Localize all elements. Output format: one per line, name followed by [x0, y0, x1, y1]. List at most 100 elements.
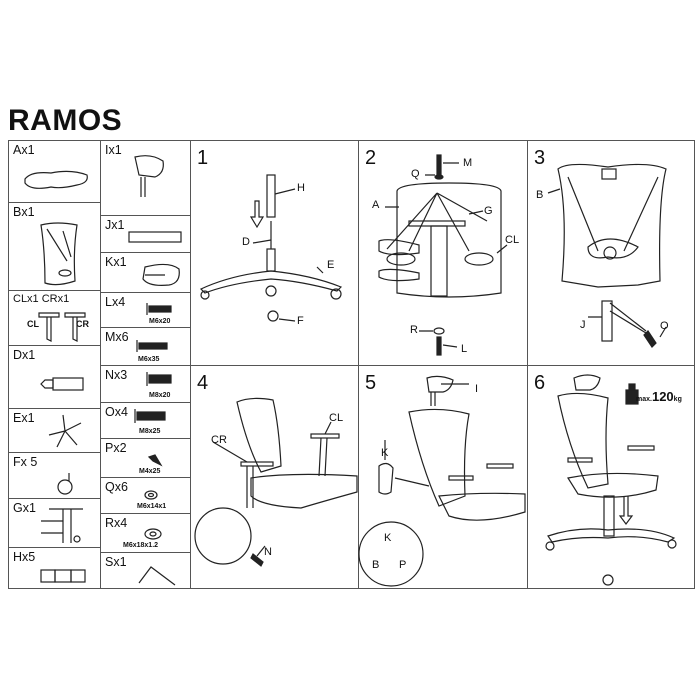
bolt-icon	[146, 372, 172, 386]
bolt-icon	[134, 409, 166, 423]
part-label: Mx6	[105, 330, 129, 344]
max-load-prefix: max.	[636, 396, 652, 403]
max-load-unit: kg	[673, 396, 682, 403]
screw-icon	[147, 454, 163, 467]
step-number: 2	[365, 147, 377, 169]
callout-r: R	[410, 324, 418, 336]
part-g: Gx1	[8, 498, 101, 548]
part-q: Qx6 M6x14x1	[100, 477, 191, 514]
washer-size: M6x18x1.2	[123, 542, 159, 549]
caster-sleeve-icon	[40, 569, 86, 583]
callout-k-inset: K	[384, 532, 392, 544]
part-label: Fx 5	[13, 455, 38, 469]
washer-size: M6x14x1	[137, 503, 167, 510]
part-n: Nx3 M8x20	[100, 365, 191, 403]
callout-l: L	[461, 343, 468, 355]
part-d: Dx1	[8, 345, 101, 409]
part-j: Jx1	[100, 215, 191, 253]
callout-b: B	[372, 559, 380, 571]
step-4: 4 CR CL N	[190, 365, 359, 589]
part-h: Hx5	[8, 547, 101, 589]
callout-m: M	[463, 157, 473, 169]
gas-lift-icon	[40, 377, 84, 391]
part-label: Sx1	[105, 555, 127, 569]
part-f: Fx 5	[8, 452, 101, 499]
base-assembly-illustration	[199, 174, 343, 322]
step-number: 4	[197, 372, 209, 394]
callout-cl: CL	[329, 412, 344, 424]
callout-cl: CL	[505, 234, 520, 246]
armrest-right-label: CR	[76, 319, 89, 329]
part-b: Bx1	[8, 202, 101, 291]
step-number: 1	[197, 147, 209, 169]
part-i: Ix1	[100, 140, 191, 216]
part-label: Ex1	[13, 411, 35, 425]
headrest-icon	[134, 155, 164, 197]
part-s: Sx1	[100, 552, 191, 589]
washer-icon	[144, 528, 162, 540]
part-label: CLx1 CRx1	[13, 293, 70, 305]
mechanism-icon	[41, 508, 83, 543]
part-label: Ix1	[105, 143, 122, 157]
callout-f: F	[297, 315, 304, 327]
callout-a: A	[372, 199, 380, 211]
armrest-assembly-illustration	[194, 397, 358, 567]
base-star-icon	[48, 414, 82, 448]
part-o: Ox4 M8x25	[100, 402, 191, 439]
bolt-size: M8x25	[139, 428, 161, 435]
bolt-icon	[136, 340, 168, 352]
screw-size: M4x25	[139, 468, 161, 475]
callout-b: B	[536, 189, 544, 201]
caster-icon	[57, 473, 73, 495]
step-1: 1 H D E F	[190, 140, 359, 366]
backrest-assembly-illustration	[547, 163, 667, 348]
part-label: Kx1	[105, 255, 127, 269]
step-number: 3	[534, 147, 546, 169]
step-number: 5	[365, 372, 377, 394]
part-label: Gx1	[13, 501, 36, 515]
bolt-size: M6x35	[138, 356, 160, 363]
part-label: Ax1	[13, 143, 35, 157]
part-p: Px2 M4x25	[100, 438, 191, 478]
callout-p: P	[399, 559, 407, 571]
part-label: Px2	[105, 441, 127, 455]
callout-o: O	[660, 320, 669, 332]
bolt-size: M8x20	[149, 392, 171, 399]
part-label: Hx5	[13, 550, 36, 564]
callout-cr: CR	[211, 434, 227, 446]
part-label: Dx1	[13, 348, 36, 362]
headrest-assembly-illustration	[358, 375, 526, 587]
callout-k: K	[381, 447, 389, 459]
step-5: 5 I K K B P	[358, 365, 528, 589]
allen-key-icon	[138, 566, 176, 586]
part-label: Qx6	[105, 480, 128, 494]
callout-n: N	[264, 546, 272, 558]
part-a: Ax1	[8, 140, 101, 203]
finished-chair-illustration	[545, 374, 677, 586]
armrest-left-label: CL	[27, 319, 39, 329]
cover-icon	[142, 263, 180, 286]
part-k: Kx1	[100, 252, 191, 293]
part-label: Rx4	[105, 516, 128, 530]
callout-q: Q	[411, 168, 420, 180]
callout-d: D	[242, 236, 250, 248]
callout-e: E	[327, 259, 335, 271]
step-6: 6	[527, 365, 695, 589]
step-number: 6	[534, 372, 546, 394]
bolt-icon	[146, 303, 172, 315]
part-cl-cr: CLx1 CRx1 CL CR	[8, 290, 101, 346]
bracket-plate-icon	[128, 231, 182, 243]
part-label: Ox4	[105, 405, 128, 419]
callout-h: H	[297, 182, 305, 194]
step-2: 2 M Q A G CL R L	[358, 140, 528, 366]
part-label: Bx1	[13, 205, 35, 219]
callout-i: I	[475, 383, 479, 395]
washer-icon	[144, 490, 158, 500]
part-r: Rx4 M6x18x1.2	[100, 513, 191, 553]
seat-mechanism-illustration	[378, 154, 508, 356]
part-m: Mx6 M6x35	[100, 327, 191, 366]
part-e: Ex1	[8, 408, 101, 453]
part-label: Jx1	[105, 218, 125, 232]
bolt-size: M6x20	[149, 318, 171, 325]
callout-j: J	[580, 319, 586, 331]
